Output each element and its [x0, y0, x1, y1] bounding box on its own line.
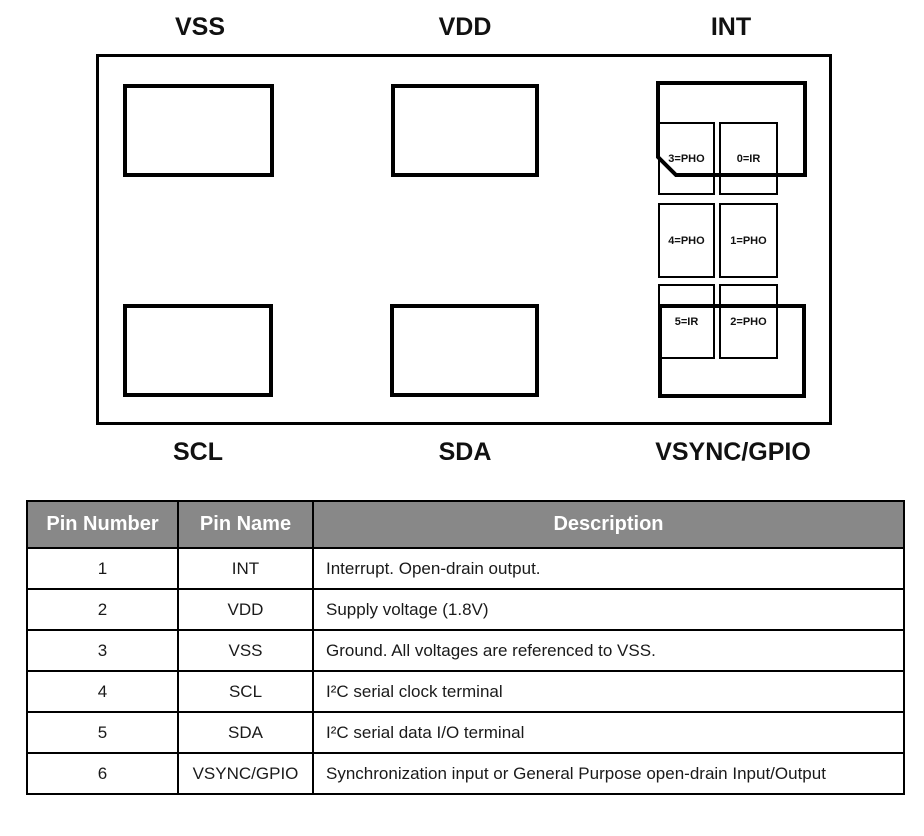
chip-outline — [96, 54, 832, 425]
pad-int — [656, 81, 807, 177]
pad-scl — [123, 304, 273, 397]
table-header-row: Pin Number Pin Name Description — [26, 500, 905, 549]
pin-label-sda: SDA — [438, 438, 492, 466]
sensor-cell-label: 4=PHO — [668, 234, 705, 247]
pin-name-cell: SCL — [177, 670, 314, 713]
sensor-cell-label: 5=IR — [674, 315, 699, 328]
pin-number-cell: 5 — [26, 711, 179, 754]
sensor-cell-1-pho: 1=PHO — [719, 203, 778, 278]
pin-name-cell: INT — [177, 547, 314, 590]
pin-label-vdd: VDD — [438, 13, 492, 41]
table-row: 4 SCL I²C serial clock terminal — [26, 670, 905, 713]
sensor-cell-0-ir: 0=IR — [719, 122, 778, 195]
sensor-cell-2-pho: 2=PHO — [719, 284, 778, 359]
pin-name-cell: VSS — [177, 629, 314, 672]
header-pin-number: Pin Number — [26, 500, 179, 549]
table-row: 5 SDA I²C serial data I/O terminal — [26, 711, 905, 754]
pin-table: Pin Number Pin Name Description 1 INT In… — [26, 500, 905, 795]
pin-label-vsync-gpio: VSYNC/GPIO — [655, 438, 811, 466]
pin-name-cell: SDA — [177, 711, 314, 754]
sensor-cell-label: 1=PHO — [730, 234, 767, 247]
table-row: 6 VSYNC/GPIO Synchronization input or Ge… — [26, 752, 905, 795]
pin-number-cell: 3 — [26, 629, 179, 672]
pad-vss — [123, 84, 274, 177]
pin-description-cell: I²C serial data I/O terminal — [312, 711, 905, 754]
pin-number-cell: 1 — [26, 547, 179, 590]
sensor-cell-4-pho: 4=PHO — [658, 203, 715, 278]
pin-description-cell: Synchronization input or General Purpose… — [312, 752, 905, 795]
pin-description-cell: Interrupt. Open-drain output. — [312, 547, 905, 590]
table-row: 1 INT Interrupt. Open-drain output. — [26, 547, 905, 590]
pin-description-cell: I²C serial clock terminal — [312, 670, 905, 713]
pin-label-scl: SCL — [173, 438, 223, 466]
pin-number-cell: 2 — [26, 588, 179, 631]
header-description: Description — [312, 500, 905, 549]
pad-vdd — [391, 84, 539, 177]
sensor-cell-label: 2=PHO — [730, 315, 767, 328]
pin-name-cell: VSYNC/GPIO — [177, 752, 314, 795]
table-row: 2 VDD Supply voltage (1.8V) — [26, 588, 905, 631]
pin-name-cell: VDD — [177, 588, 314, 631]
header-pin-name: Pin Name — [177, 500, 314, 549]
pin-description-cell: Supply voltage (1.8V) — [312, 588, 905, 631]
pad-vsync-gpio — [658, 304, 806, 398]
pad-sda — [390, 304, 539, 397]
pin-number-cell: 4 — [26, 670, 179, 713]
pin-label-int: INT — [710, 13, 752, 41]
sensor-cell-label: 0=IR — [736, 152, 761, 165]
table-row: 3 VSS Ground. All voltages are reference… — [26, 629, 905, 672]
pin-description-cell: Ground. All voltages are referenced to V… — [312, 629, 905, 672]
pin-label-vss: VSS — [174, 13, 226, 41]
pin-number-cell: 6 — [26, 752, 179, 795]
sensor-cell-label: 3=PHO — [668, 152, 705, 165]
